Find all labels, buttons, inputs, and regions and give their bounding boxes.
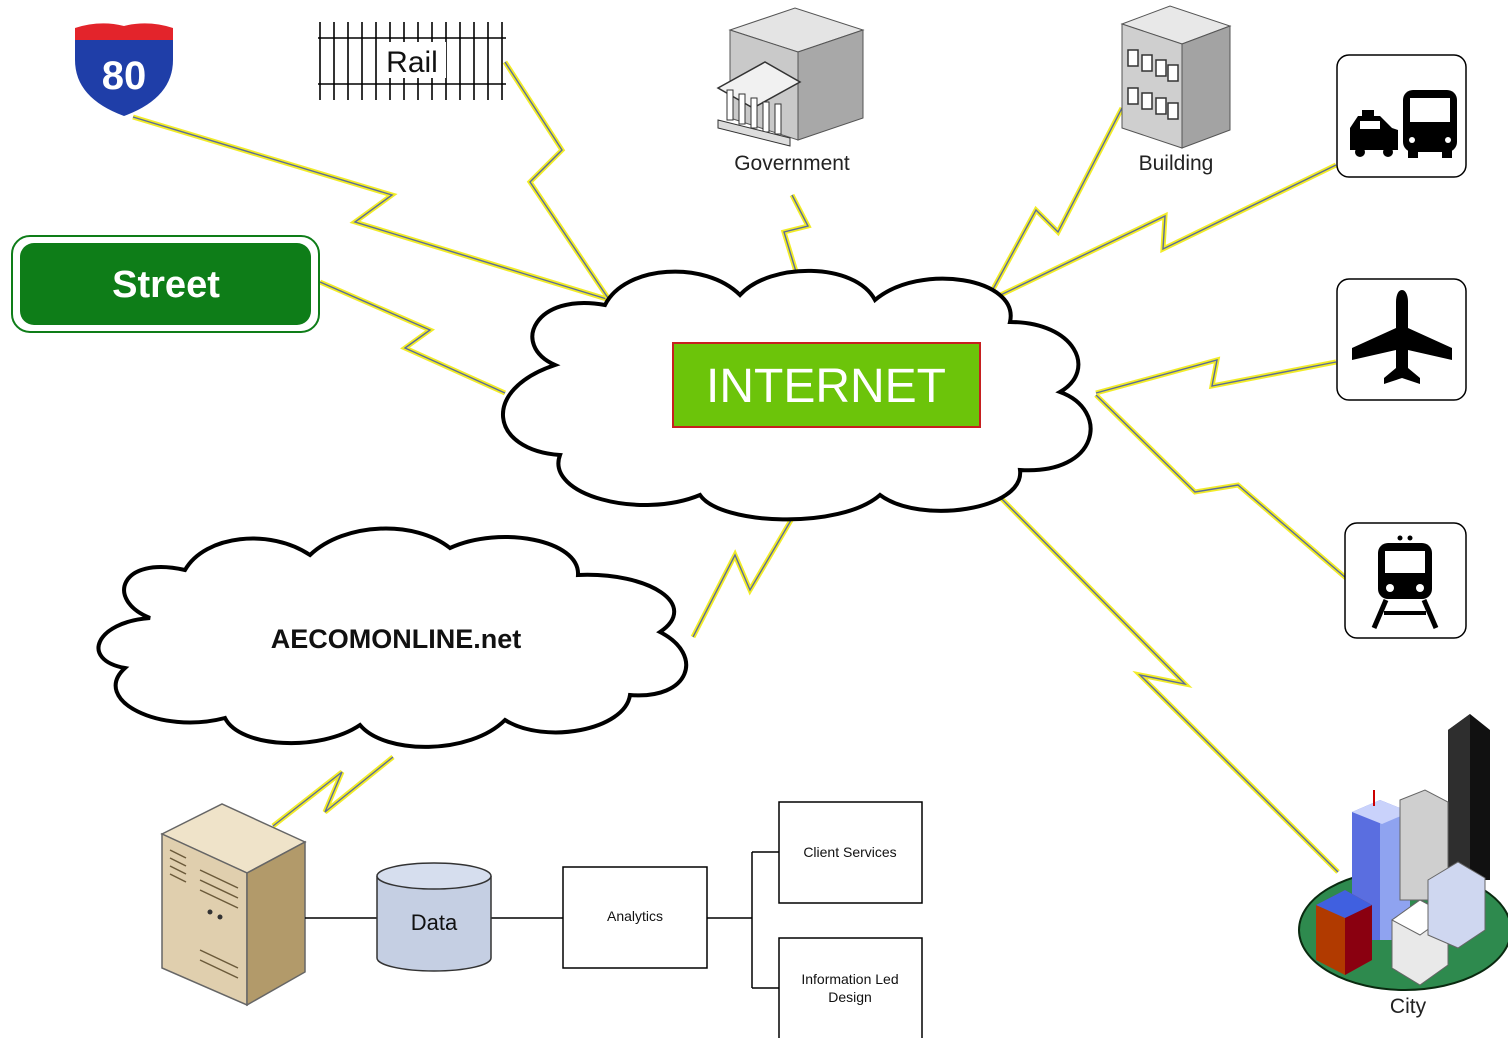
rail-track-icon: Rail [318, 22, 506, 100]
office-building-icon: Building [1120, 5, 1232, 175]
flow-connectors [305, 851, 779, 989]
client-services-box: Client Services [778, 801, 923, 904]
airplane-icon [1336, 278, 1467, 401]
data-label: Data [411, 910, 458, 935]
internet-label: INTERNET [706, 360, 946, 413]
information-led-design-label-line2: Design [828, 989, 872, 1005]
client-services-label: Client Services [803, 844, 896, 860]
internet-label-box [672, 342, 981, 428]
highway-number: 80 [102, 54, 147, 98]
link-rail [502, 60, 611, 300]
city-label: City [1390, 995, 1427, 1018]
link-aecom [690, 508, 800, 639]
link-building [983, 106, 1125, 304]
link-highway [132, 114, 611, 303]
government-building-icon: Government [716, 7, 865, 175]
building-label: Building [1139, 152, 1214, 175]
aecom-label: AECOMONLINE.net [271, 624, 522, 654]
analytics-box: Analytics [562, 866, 708, 969]
link-government [780, 193, 812, 276]
train-icon [1344, 522, 1467, 639]
internet-cloud: INTERNET [501, 268, 1093, 522]
aecom-cloud: AECOMONLINE.net [96, 526, 689, 749]
taxi-bus-icon [1336, 54, 1467, 178]
interstate-shield-icon: 80 [75, 23, 173, 116]
link-street [319, 279, 507, 396]
data-store-icon: Data [376, 862, 492, 972]
street-sign-icon: Street [11, 235, 320, 333]
link-server [271, 755, 395, 828]
government-label: Government [734, 152, 850, 175]
street-label: Street [112, 264, 220, 306]
link-transit [984, 162, 1338, 305]
link-city [986, 483, 1340, 874]
analytics-label: Analytics [607, 908, 663, 924]
information-led-design-label-line1: Information Led [801, 971, 898, 987]
link-airport [1095, 356, 1337, 396]
information-led-design-box: Information Led Design [778, 937, 923, 1038]
rail-label: Rail [386, 46, 438, 79]
wireless-links [132, 60, 1348, 874]
server-icon [160, 803, 307, 1007]
link-train [1094, 393, 1348, 580]
city-icon: City [1298, 714, 1508, 1018]
